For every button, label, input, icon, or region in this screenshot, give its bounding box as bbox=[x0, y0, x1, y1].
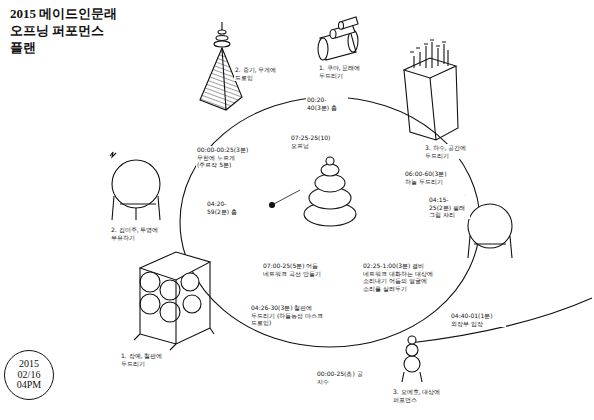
cylinder-figure bbox=[318, 17, 358, 60]
timeline-label: 04:40-01(1분) 외장부 입장 bbox=[450, 312, 506, 327]
bar-box-figure bbox=[404, 40, 458, 140]
sphere-figure bbox=[110, 152, 160, 220]
title: 2015 메이드인문래 오프닝 퍼포먼스 플랜 bbox=[10, 6, 120, 57]
timeline-label: 1. 쿠마, 문래에 두드리기 bbox=[318, 64, 376, 79]
timeline-label: 04:26-30(3분) 철판에 두드리기 (하들능성 마스크 드로잉) bbox=[250, 304, 326, 327]
date-text: 2015 02/16 04PM bbox=[14, 359, 44, 391]
timeline-label: 2. 중기, 무게에 드로잉 bbox=[234, 66, 288, 81]
timeline-label: 1. 장예, 철판에 두드리기 bbox=[120, 352, 184, 367]
timeline-label: 00:00-00:25(3분) 무한에 누르게 (주르작 5분) bbox=[196, 146, 258, 169]
timeline-label: 02:25-1:00(3분) 결비 네트워크 대화하는 대상에 소리내기 어둠의… bbox=[362, 262, 446, 292]
stack-figure bbox=[304, 157, 356, 226]
drum-frame-figure bbox=[134, 252, 214, 350]
timeline-label: 06:00-60(3분) 하늘 두드리기 bbox=[404, 170, 460, 185]
figure-small bbox=[402, 336, 422, 382]
timeline-label: 07:25-25(10) 오프닝 bbox=[290, 134, 340, 149]
timeline-label: 00:20-40(3분) 춤 bbox=[306, 96, 348, 111]
timeline-label: 3. 하수, 공간에 두드리기 bbox=[424, 144, 484, 159]
timeline-label: 00:00-25(초) 공 지수 bbox=[316, 370, 364, 385]
timeline-label: 04:20-59(2분) 춤 bbox=[206, 200, 248, 215]
date-circle: 2015 02/16 04PM bbox=[4, 350, 54, 400]
timeline-label: 3. 오메호, 대상에 퍼포먼스 bbox=[392, 388, 460, 403]
timeline-label: 04:15-25(2분) 필래 그림 자리 bbox=[428, 196, 470, 219]
timeline-label: 07:00-25(5분) 어둠 네트워크 곡선 만들기 bbox=[262, 262, 334, 277]
timeline-label: 2. 김미주, 투명에 부유하기 bbox=[110, 226, 176, 241]
orbit-tail bbox=[410, 298, 592, 343]
